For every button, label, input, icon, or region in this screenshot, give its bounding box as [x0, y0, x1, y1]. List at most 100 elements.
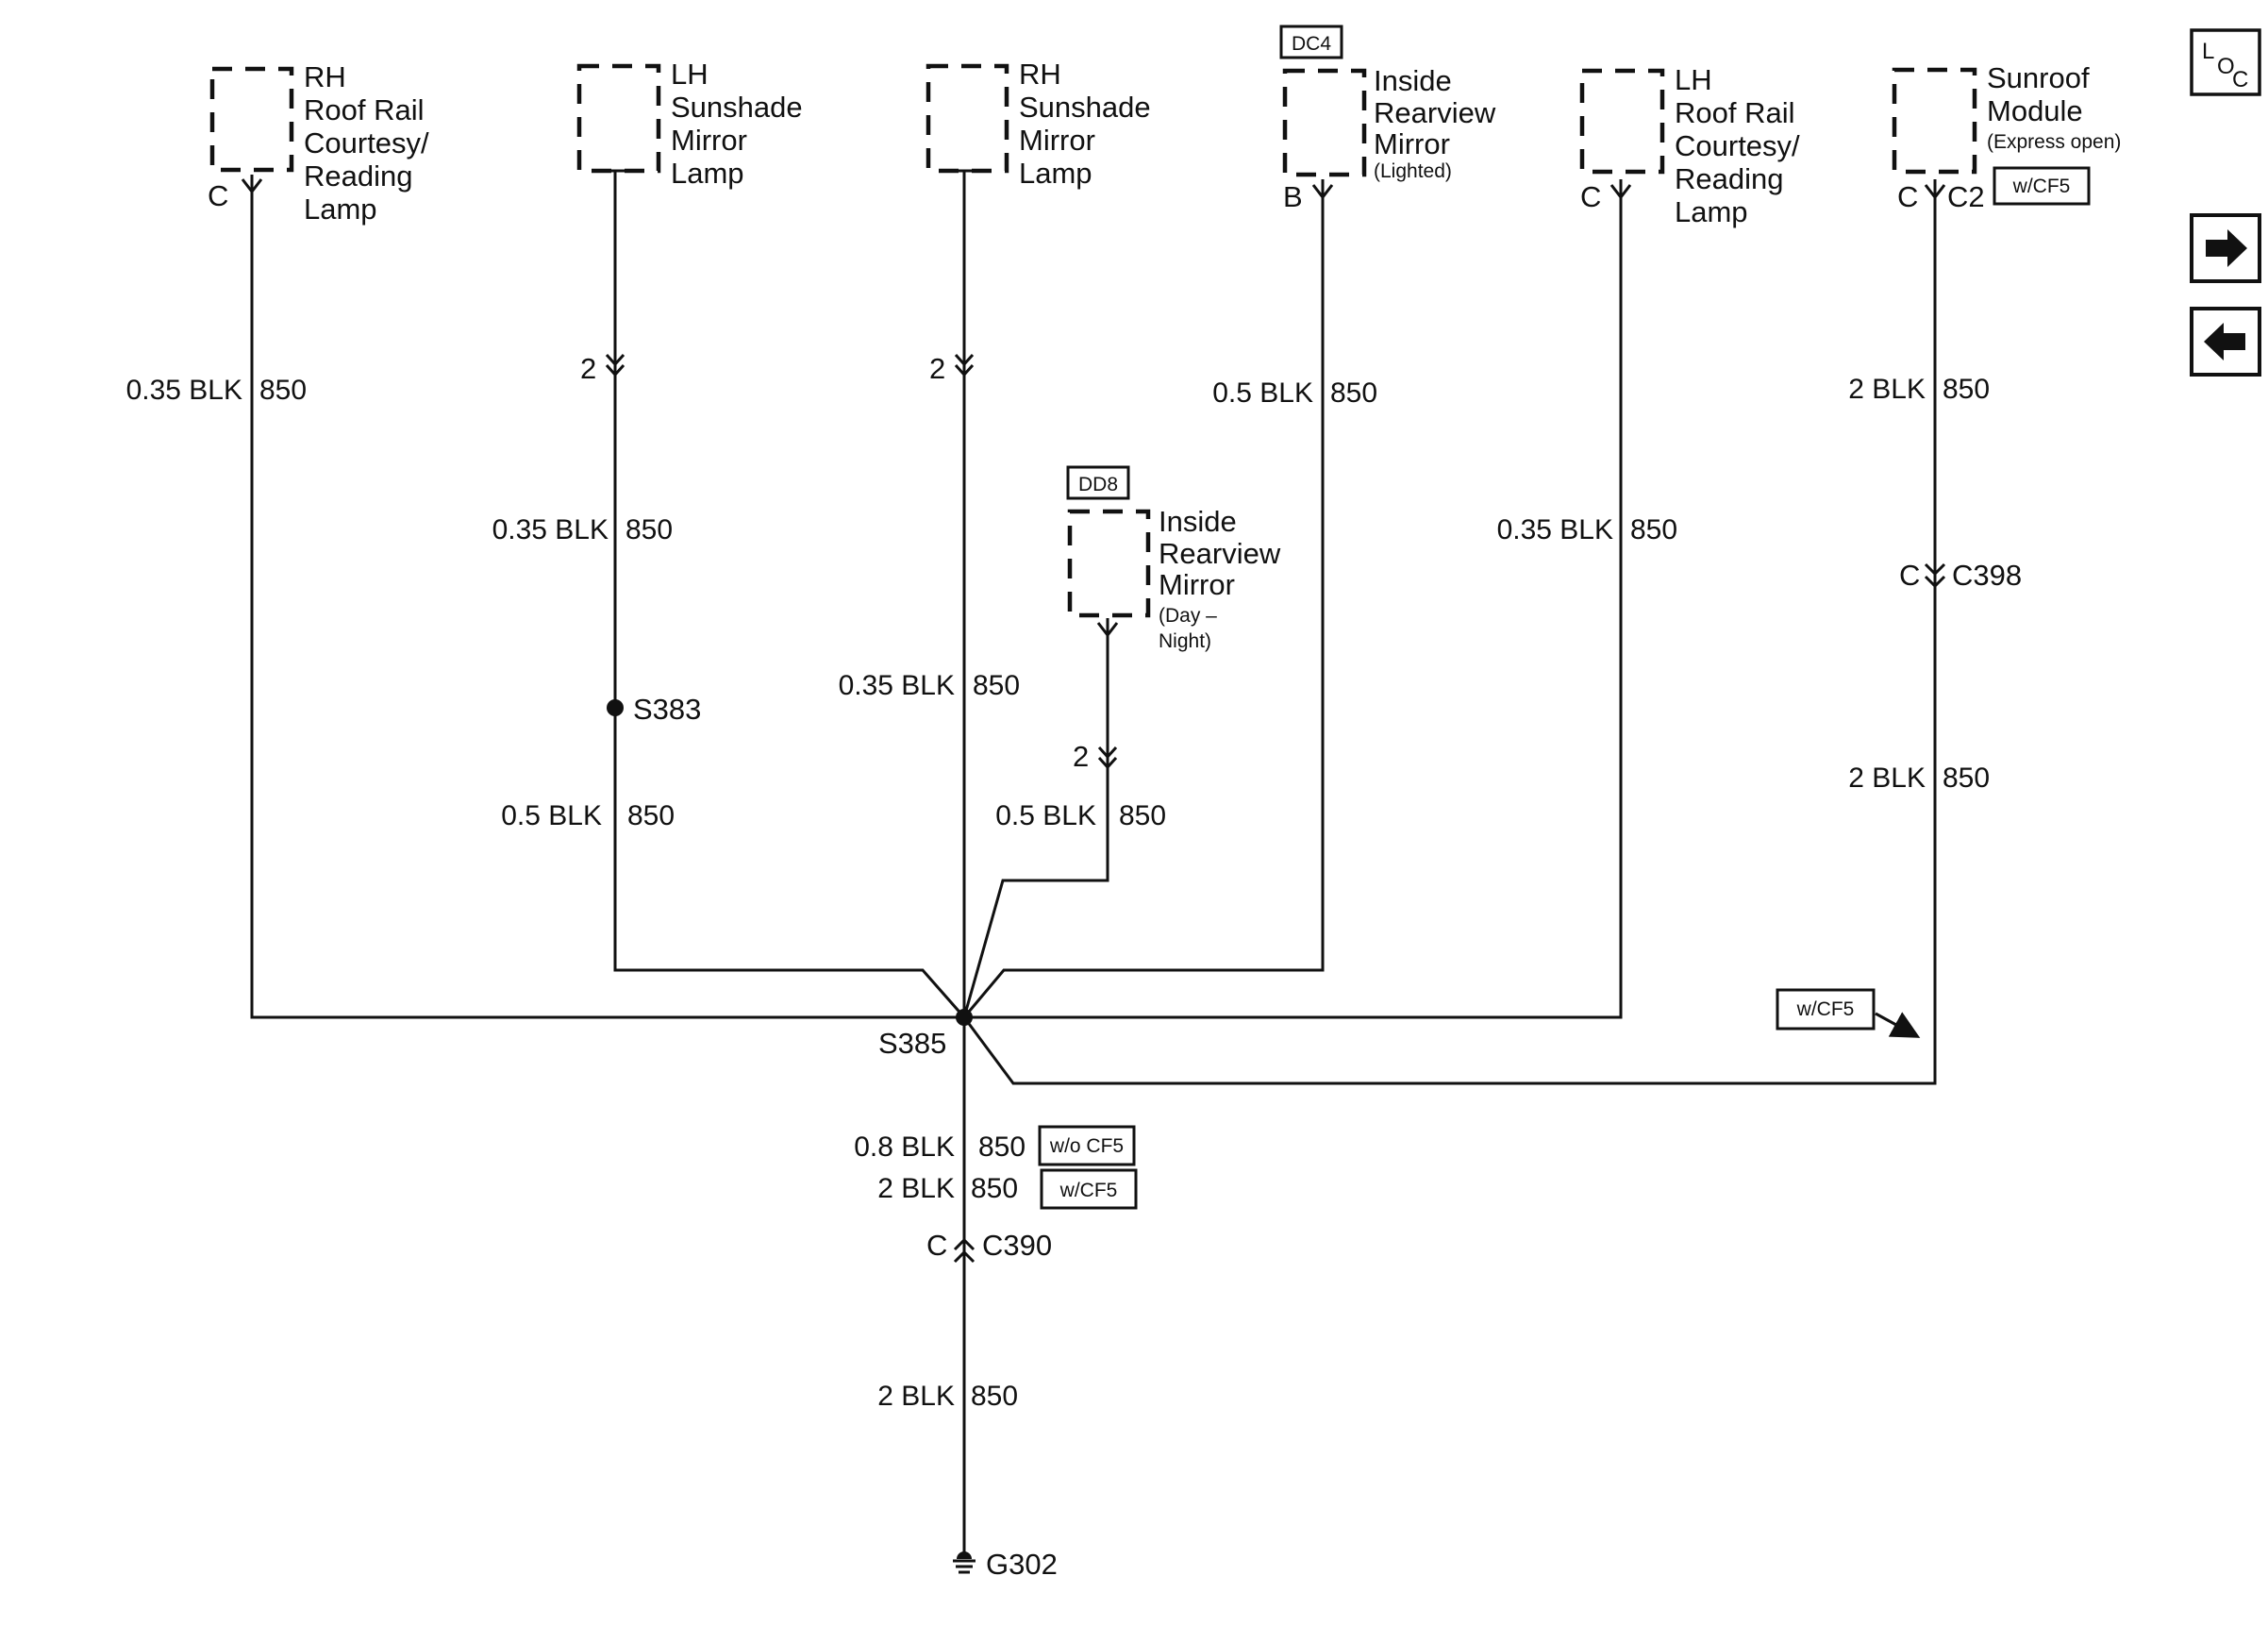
splice-s383: S383: [607, 693, 701, 726]
connector-c390: C C390: [926, 1229, 1052, 1264]
ground-g302: G302: [953, 1548, 1058, 1581]
svg-text:0.35 BLK: 0.35 BLK: [1497, 514, 1613, 545]
inside-rearview-mirror-lighted: DC4 Inside Rearview Mirror (Lighted) B: [1279, 25, 1496, 213]
svg-text:C390: C390: [982, 1229, 1052, 1262]
svg-text:850: 850: [259, 375, 307, 406]
inline-connector-day-night-mirror: 2: [1073, 740, 1118, 773]
option-tag: w/CF5: [1059, 1180, 1118, 1201]
svg-text:0.35 BLK: 0.35 BLK: [492, 514, 609, 545]
svg-text:Night): Night): [1159, 630, 1211, 652]
splice-s385: S385: [878, 1009, 973, 1060]
svg-text:Lamp: Lamp: [304, 193, 377, 226]
svg-text:C: C: [1899, 559, 1920, 592]
svg-text:Sunroof: Sunroof: [1987, 61, 2090, 94]
svg-text:850: 850: [1943, 374, 1990, 405]
previous-page-button[interactable]: [2190, 307, 2261, 377]
loc-icon[interactable]: L O C: [2190, 28, 2261, 96]
svg-text:O: O: [2217, 54, 2235, 79]
pin-label: B: [1283, 180, 1303, 213]
next-page-button[interactable]: [2190, 213, 2261, 283]
svg-text:2 BLK: 2 BLK: [1848, 374, 1926, 405]
svg-text:850: 850: [1943, 763, 1990, 794]
svg-text:LH: LH: [671, 58, 709, 91]
pin-label: C: [1580, 180, 1601, 213]
svg-text:Inside: Inside: [1159, 505, 1237, 538]
inline-connector-lh-sunshade: 2: [580, 352, 625, 385]
pin-label: C: [208, 179, 228, 212]
svg-text:850: 850: [1119, 800, 1166, 831]
svg-text:2: 2: [929, 352, 945, 385]
wiring: [250, 171, 1937, 1555]
svg-text:0.35 BLK: 0.35 BLK: [839, 670, 955, 701]
svg-text:850: 850: [625, 514, 673, 545]
svg-text:RH: RH: [1019, 58, 1061, 91]
option-tag: w/CF5: [2012, 176, 2071, 197]
svg-text:Reading: Reading: [1675, 162, 1783, 195]
svg-text:850: 850: [627, 800, 675, 831]
svg-text:C: C: [926, 1229, 947, 1262]
svg-text:850: 850: [1630, 514, 1677, 545]
arrow-left-icon: [2204, 323, 2245, 360]
svg-text:C: C: [2232, 67, 2248, 92]
svg-text:2: 2: [580, 352, 596, 385]
svg-text:850: 850: [973, 670, 1020, 701]
svg-text:Lamp: Lamp: [1019, 157, 1092, 190]
ground-icon: [953, 1551, 976, 1574]
connector-label: C2: [1947, 180, 1985, 213]
svg-text:850: 850: [971, 1173, 1018, 1204]
svg-text:LH: LH: [1675, 63, 1712, 96]
svg-text:Mirror: Mirror: [1019, 124, 1095, 157]
svg-text:2 BLK: 2 BLK: [877, 1173, 955, 1204]
svg-text:2: 2: [1073, 740, 1089, 773]
svg-text:Rearview: Rearview: [1159, 537, 1281, 570]
svg-text:0.5 BLK: 0.5 BLK: [1212, 377, 1313, 409]
svg-text:0.5 BLK: 0.5 BLK: [995, 800, 1096, 831]
svg-text:Roof Rail: Roof Rail: [304, 93, 425, 126]
svg-text:850: 850: [978, 1131, 1026, 1163]
svg-text:Sunshade: Sunshade: [1019, 91, 1151, 124]
sunroof-module: Sunroof Module (Express open) C C2 w/CF5: [1892, 61, 2121, 213]
option-tag: DC4: [1292, 33, 1331, 55]
svg-text:Mirror: Mirror: [1374, 127, 1450, 160]
svg-text:2 BLK: 2 BLK: [1848, 763, 1926, 794]
svg-text:(Lighted): (Lighted): [1374, 160, 1452, 182]
connector-c398: C C398: [1899, 559, 2022, 592]
svg-text:G302: G302: [986, 1548, 1058, 1581]
svg-text:Sunshade: Sunshade: [671, 91, 803, 124]
svg-text:S383: S383: [633, 693, 701, 726]
svg-text:L: L: [2202, 39, 2214, 64]
svg-text:(Day –: (Day –: [1159, 605, 1217, 627]
option-tag: w/o CF5: [1049, 1135, 1124, 1157]
svg-text:850: 850: [1330, 377, 1377, 409]
inside-rearview-mirror-day-night: DD8 Inside Rearview Mirror (Day – Night): [1066, 465, 1281, 652]
svg-text:0.8 BLK: 0.8 BLK: [854, 1131, 955, 1163]
arrow-right-icon: [2206, 229, 2247, 267]
svg-text:RH: RH: [304, 60, 346, 93]
svg-text:S385: S385: [878, 1027, 946, 1060]
option-tag: w/CF5: [1796, 998, 1855, 1020]
svg-text:0.5 BLK: 0.5 BLK: [501, 800, 602, 831]
pin-label: C: [1897, 180, 1918, 213]
svg-text:850: 850: [971, 1381, 1018, 1412]
terminal-symbols: [241, 169, 1946, 638]
svg-text:Mirror: Mirror: [671, 124, 747, 157]
svg-text:Rearview: Rearview: [1374, 96, 1496, 129]
svg-text:(Express open): (Express open): [1987, 131, 2121, 153]
rh-sunshade-mirror-lamp: RH Sunshade Mirror Lamp: [926, 58, 1151, 190]
svg-text:Reading: Reading: [304, 159, 412, 193]
wire-labels: 0.35 BLK 850 0.35 BLK 850 0.5 BLK 850 0.…: [126, 374, 1991, 1412]
inline-connector-rh-sunshade: 2: [929, 352, 975, 385]
svg-text:Courtesy/: Courtesy/: [304, 126, 429, 159]
option-tag: DD8: [1078, 474, 1118, 495]
rh-roof-rail-lamp: RH Roof Rail Courtesy/ Reading Lamp C: [208, 60, 429, 226]
svg-text:Lamp: Lamp: [1675, 195, 1748, 228]
svg-text:Roof Rail: Roof Rail: [1675, 96, 1795, 129]
svg-text:Lamp: Lamp: [671, 157, 744, 190]
lh-roof-rail-lamp: LH Roof Rail Courtesy/ Reading Lamp C: [1579, 63, 1800, 228]
svg-text:0.35 BLK: 0.35 BLK: [126, 375, 242, 406]
svg-text:Mirror: Mirror: [1159, 568, 1235, 601]
lh-sunshade-mirror-lamp: LH Sunshade Mirror Lamp: [576, 58, 803, 190]
svg-text:Module: Module: [1987, 94, 2083, 127]
svg-text:Inside: Inside: [1374, 64, 1452, 97]
